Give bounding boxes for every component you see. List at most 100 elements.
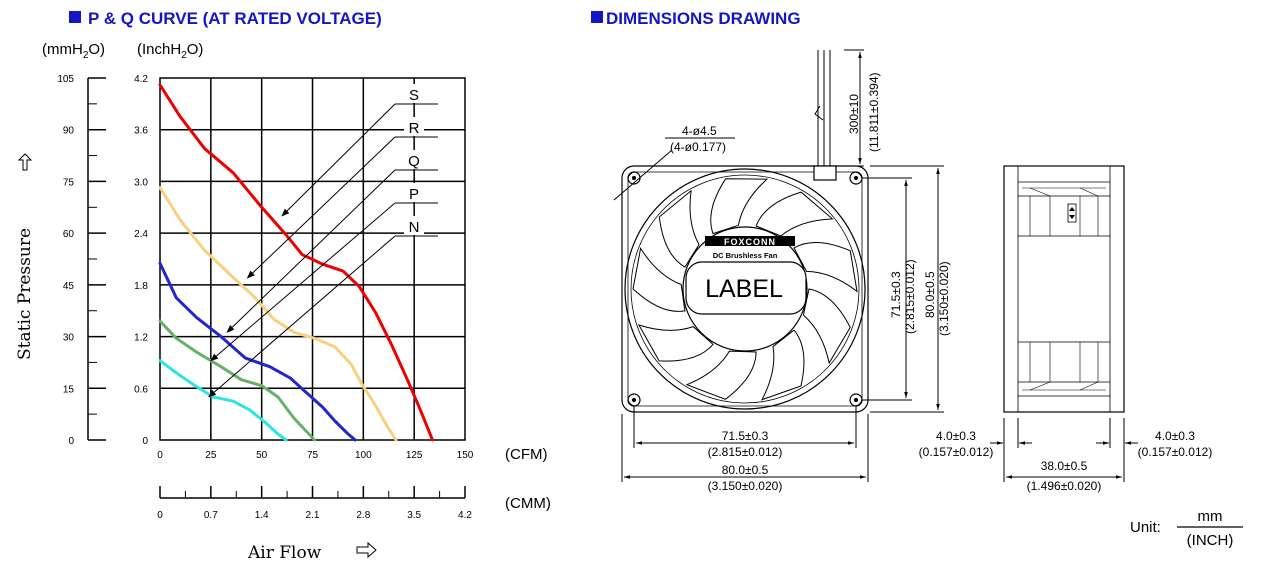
x-tick-label-cfm: 125 [406,450,423,461]
series-line-q [158,261,357,442]
series-line-n [158,359,288,442]
x-tick-label-cfm: 75 [307,450,319,461]
cable-clip [813,165,837,181]
x-tick-label-cfm: 100 [355,450,372,461]
x-unit-top: (CFM) [505,446,547,463]
label-text: LABEL [705,275,783,303]
depth-dim: 38.0±0.5 [1041,459,1088,473]
fan-blade [637,324,714,362]
right-arrow-icon [356,541,377,559]
fan-blade [802,288,851,365]
frame-v-inch: (3.150±0.020) [937,261,951,336]
curve-label-r: R [409,120,420,137]
y-tick-label-mm: 90 [63,126,75,137]
y-tick-label-mm: 0 [68,436,74,447]
curve-label-bg [404,183,424,202]
depth-dim-inch: (1.496±0.020) [1027,479,1102,493]
horizontal-dimensions [621,406,869,482]
cable-dimension [844,49,864,167]
side-dimensions [990,418,1138,482]
fan-cable [817,50,831,172]
x-tick-label-cmm: 3.5 [407,510,421,521]
y-unit-left: (mmH2O) [42,41,105,61]
hub-label: FOXCONN DC Brushless Fan LABEL [685,236,807,315]
hole-span-h-inch: (2.815±0.012) [708,445,783,459]
pq-title: P & Q CURVE (AT RATED VOLTAGE) [69,9,382,28]
unit-denominator: (INCH) [1187,532,1234,549]
fan-shroud [624,168,866,410]
hole-callout: 4-ø4.5 (4-ø0.177) [613,124,735,201]
fan-shroud-inner [630,174,860,404]
curve-leader-arrow [226,169,396,333]
dims-title-text: DIMENSIONS DRAWING [606,9,801,28]
hole-dim-inch: (4-ø0.177) [670,140,726,154]
fan-blade [632,247,686,312]
fan-front-view [621,50,869,413]
side-frame [1003,165,1125,413]
fan-frame-inner [627,171,863,407]
y-tick-label-mm: 75 [63,177,75,188]
fan-blade [710,178,769,235]
hole-span-h: 71.5±0.3 [722,429,769,443]
x-tick-label-cmm: 2.1 [306,510,320,521]
x-tick-label-cmm: 0 [157,510,163,521]
flange-right-inch: (0.157±0.012) [1138,445,1213,459]
curve-label-q: Q [408,153,420,170]
y-tick-label-inch: 4.2 [134,74,148,85]
x-unit-bottom: (CMM) [505,495,551,512]
unit-prefix: Unit: [1130,519,1161,536]
airflow-arrow-icon [1067,203,1077,223]
series-line-r [158,186,398,442]
curve-label-bg [404,84,424,103]
flange-left-inch: (0.157±0.012) [919,445,994,459]
curve-leader-arrow [210,202,396,362]
y-tick-label-inch: 2.4 [134,229,148,240]
cable-len-dim-inch: (11.811±0.394) [867,72,881,152]
curve-label-p: P [409,186,419,203]
series-line-p [158,319,316,442]
y-tick-label-mm: 60 [63,229,75,240]
fan-side-view [1003,165,1125,413]
frame-h: 80.0±0.5 [722,463,769,477]
fan-blade [760,329,805,401]
label-box [685,261,807,315]
unit-legend: Unit: mm (INCH) [1130,508,1243,549]
hole-dim: 4-ø4.5 [682,124,717,138]
series-line-s [158,83,434,442]
curve-label-bg [404,150,424,169]
hole-span-v: 71.5±0.3 [889,271,903,318]
chart-series [158,83,434,442]
brand-bar [705,236,795,246]
fan-blade [793,242,858,293]
y-tick-label-inch: 0 [142,436,148,447]
fan-blade [685,350,757,400]
y-axis-inch: 00.61.21.82.43.03.64.2 [134,74,148,447]
x-tick-label-cfm: 25 [205,450,217,461]
hole-span-v-inch: (2.815±0.012) [903,259,917,334]
y-tick-label-inch: 1.2 [134,333,148,344]
up-arrow-icon [17,153,33,171]
fan-blade [755,191,834,237]
frame-h-inch: (3.150±0.020) [708,479,783,493]
curve-leader-arrow [281,103,396,217]
y-tick-label-inch: 0.6 [134,384,148,395]
pq-title-text: P & Q CURVE (AT RATED VOLTAGE) [88,9,382,28]
dims-title: DIMENSIONS DRAWING [591,9,801,28]
y-axis-title: Static Pressure [15,228,35,360]
curve-label-n: N [409,219,420,236]
fan-frame [621,165,869,413]
y-tick-label-inch: 3.0 [134,177,148,188]
flange-right: 4.0±0.3 [1155,429,1195,443]
curve-label-s: S [409,87,419,104]
y-tick-label-mm: 105 [57,74,74,85]
x-axis-title: Air Flow [247,543,322,563]
y-tick-label-inch: 3.6 [134,126,148,137]
x-tick-label-cmm: 4.2 [458,510,472,521]
unit-numerator: mm [1198,508,1223,525]
curve-leader-arrow [208,235,396,398]
fan-blade [658,189,700,268]
